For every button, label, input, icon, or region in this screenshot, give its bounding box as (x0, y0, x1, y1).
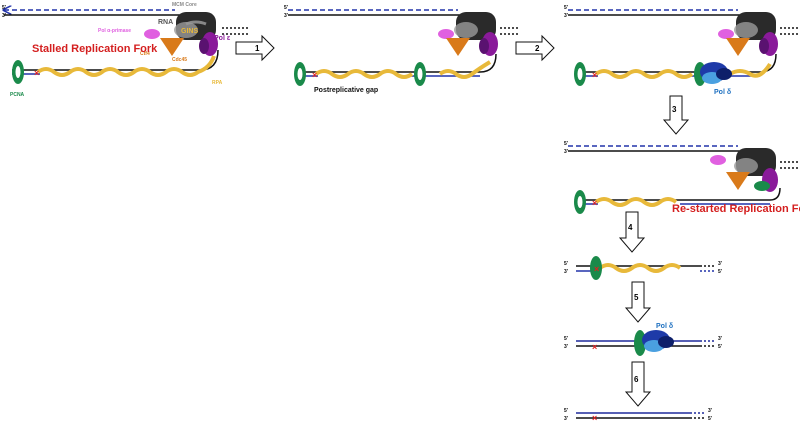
ctf4-label: Ctf4 (140, 51, 150, 57)
rpa-label: RPA (212, 80, 223, 86)
five-prime-label: 5' (564, 5, 568, 11)
pol-alpha-primase (144, 29, 160, 39)
step-arrow-3: 3 (662, 95, 690, 135)
three-prime-label: 3' (284, 13, 288, 19)
lesion-mark: × (592, 342, 597, 352)
lesion-mark: × (34, 68, 39, 78)
panel-pol-delta-loading: 5' 3' × Pol δ (564, 5, 798, 96)
three-prime-label: 3' (2, 13, 6, 19)
five-prime-label: 5' (284, 5, 288, 11)
step-arrow-6: 6 (624, 361, 652, 407)
step-arrow-1: 1 (235, 34, 275, 62)
mcm-core-label: MCM Core (172, 2, 197, 8)
pol-delta-label: Pol δ (656, 323, 673, 330)
five-prime-label: 5' (718, 269, 722, 275)
three-prime-label: 3' (564, 416, 568, 422)
lesion-mark: × (594, 264, 599, 274)
pcna-ring (590, 256, 602, 280)
three-prime-label: 3' (708, 408, 712, 414)
three-prime-label: 3' (718, 261, 722, 267)
three-prime-label: 3' (564, 149, 568, 155)
three-prime-label: 3' (718, 336, 722, 342)
pol-alpha-primase (718, 29, 734, 39)
ctf4-triangle (160, 38, 184, 56)
panel-postreplicative-gap: 5' 3' × Postreplicative gap (284, 5, 520, 94)
three-prime-label: 3' (564, 13, 568, 19)
restarted-fork-title: Re-started Replication Fork (672, 203, 800, 215)
ctf4-triangle (726, 172, 750, 190)
panel-pol-delta-fill: × Pol δ 5' 3' 3' 5' (564, 323, 722, 356)
rna-label: RNA (158, 19, 173, 26)
step-arrow-4: 4 (618, 211, 646, 253)
panel-restarted-fork: 5' 3' × Re-started Replication Fork (564, 141, 800, 215)
pcna-label: PCNA (10, 92, 25, 98)
five-prime-label: 5' (564, 261, 568, 267)
step-label-3: 3 (672, 105, 677, 114)
step-label-6: 6 (634, 375, 639, 384)
three-prime-label: 3' (564, 344, 568, 350)
five-prime-label: 5' (2, 5, 6, 11)
pol-delta-label: Pol δ (714, 89, 731, 96)
step-arrow-2: 2 (515, 34, 555, 62)
gins-complex (174, 22, 198, 38)
pol-epsilon-label: Pol ε (214, 35, 231, 42)
five-prime-label: 5' (564, 336, 568, 342)
pol-alpha-primase (438, 29, 454, 39)
gins-label: GINS (181, 28, 198, 35)
ctf4-triangle (726, 38, 750, 56)
step-arrow-5: 5 (624, 281, 652, 323)
stalled-fork-title: Stalled Replication Fork (32, 43, 158, 55)
pol-alpha-primase (710, 155, 726, 165)
three-prime-label: 3' (564, 269, 568, 275)
five-prime-label: 5' (564, 141, 568, 147)
rpa-filament (314, 69, 414, 79)
postreplicative-gap-label: Postreplicative gap (314, 87, 378, 94)
five-prime-label: 5' (564, 408, 568, 414)
panel-stalled-fork: 5' 3' × MCM Core RNA GINS Pol α-primase … (2, 2, 248, 98)
step-label-4: 4 (628, 223, 633, 232)
five-prime-label: 5' (708, 416, 712, 422)
lesion-mark: × (312, 70, 317, 80)
panel-gap-step-4: × 5' 3' 3' 5' (564, 256, 722, 280)
five-prime-label: 5' (718, 344, 722, 350)
step-label-5: 5 (634, 293, 639, 302)
panel-repaired: × 5' 3' 3' 5' (564, 408, 712, 423)
lesion-mark: × (592, 198, 597, 208)
rpa-filament (36, 55, 216, 77)
lesion-mark: × (592, 413, 597, 423)
ctf4-triangle (446, 38, 470, 56)
lesion-mark: × (592, 70, 597, 80)
step-label-2: 2 (535, 44, 540, 53)
step-label-1: 1 (255, 44, 260, 53)
cdc45-label: Cdc45 (172, 57, 187, 63)
pol-alpha-label: Pol α-primase (98, 28, 131, 34)
